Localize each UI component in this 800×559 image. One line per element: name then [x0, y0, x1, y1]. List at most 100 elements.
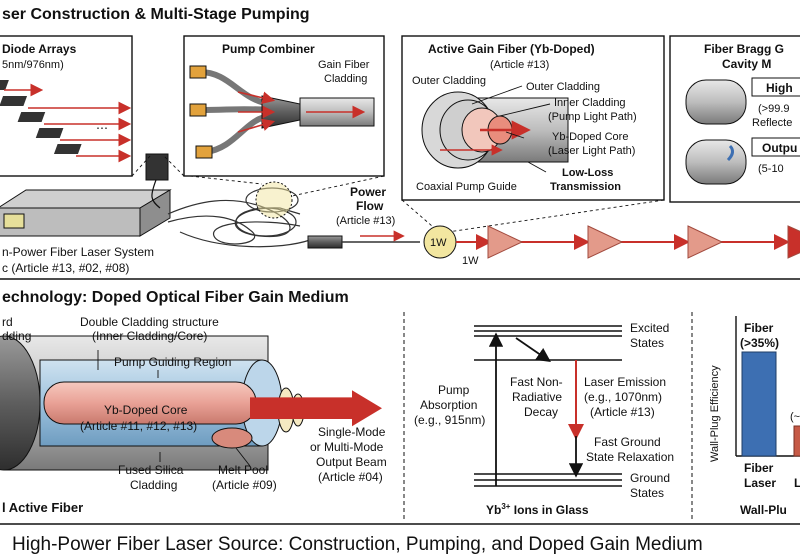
outer-cladding-left-label: Outer Cladding: [412, 75, 486, 87]
nonradiative-decay-arrow: [515, 337, 551, 363]
diode-chips: [0, 80, 82, 154]
amplifier-stage-1: [487, 225, 524, 259]
cross-section-label-dding: dding: [2, 329, 31, 343]
excited-states-label-2: States: [630, 336, 664, 350]
melt-pool: [211, 427, 253, 449]
active-fiber-leaders: [471, 85, 551, 173]
double-cladding-label-1: Double Cladding structure: [80, 315, 219, 329]
efficiency-ylabel: Wall-Plug Efficiency: [709, 365, 721, 462]
outer-cladding-right-label: Outer Cladding: [526, 81, 600, 93]
low-loss-label-1: Low-Loss: [562, 167, 613, 179]
gain-fiber-label-1: Gain Fiber: [318, 59, 370, 71]
ground-states-label-2: States: [630, 486, 664, 500]
amplifier-chain: 1W 1W: [423, 225, 800, 267]
output-beam-label-4: (Article #04): [318, 470, 383, 484]
excited-states-label-1: Excited: [630, 321, 669, 335]
output-beam-arrow: [250, 390, 382, 427]
output-beam-label-3: Output Beam: [316, 455, 387, 469]
diode-arrays-panel: Diode Arrays 5nm/976nm) ⋯: [0, 35, 133, 177]
fiber-bar-label-2: (>35%): [740, 336, 779, 350]
nonrad-label-2: Radiative: [512, 390, 562, 404]
zoom-leader-lines: [131, 155, 665, 233]
fbg-grating-mark: [726, 144, 735, 162]
fbg-high-grating: [685, 79, 747, 125]
fiber-laser-bar: [741, 351, 777, 457]
melt-pool-label-1: Melt Pool: [218, 463, 268, 477]
fbg-title-2: Cavity M: [722, 57, 771, 71]
emission-label-1: Laser Emission: [584, 375, 666, 389]
pump-combiner-title: Pump Combiner: [222, 42, 315, 56]
gain-fiber-label-2: Cladding: [324, 73, 367, 85]
combiner-arrows: [237, 91, 366, 133]
power-flow-title-1: Power: [350, 185, 386, 199]
core-label-2: (Laser Light Path): [548, 145, 635, 157]
active-fiber-article: (Article #13): [490, 59, 549, 71]
yb-ions-caption: Yb3+ Ions in Glass: [486, 502, 589, 517]
fbg-output-grating: [685, 139, 747, 185]
energy-level-diagram: [474, 325, 622, 487]
emission-label-3: (Article #13): [590, 405, 655, 419]
pump-combiner-panel: Pump Combiner Gain Fiber Cladding: [183, 35, 385, 177]
pump-label-2: Absorption: [420, 398, 477, 412]
pump-connector-1: [189, 65, 207, 79]
fbg-output-box: [751, 137, 800, 157]
output-beam-label-1: Single-Mode: [318, 425, 386, 439]
laser-system-unit: n-Power Fiber Laser System c (Article #1…: [0, 153, 172, 275]
pump-guiding-label: Pump Guiding Region: [114, 355, 231, 369]
diode-emission-arrows: [4, 83, 132, 163]
emission-label-2: (e.g., 1070nm): [584, 390, 662, 404]
top-section-title: ser Construction & Multi-Stage Pumping: [2, 6, 310, 23]
fbg-high-label: High: [766, 81, 793, 95]
yb-core-label-2: (Article #11, #12, #13): [80, 419, 197, 433]
power-node-output: 1W: [462, 255, 479, 267]
pump-connector-2: [189, 103, 207, 117]
diode-arrays-wavelength: 5nm/976nm): [2, 59, 64, 71]
power-node-label: 1W: [430, 237, 447, 249]
yb-core-label-1: Yb-Doped Core: [104, 403, 188, 417]
nonrad-label-3: Decay: [524, 405, 558, 419]
fiber-cross-section: [0, 335, 382, 471]
melt-pool-label-2: (Article #09): [212, 478, 277, 492]
combiner-highlight: [255, 181, 293, 219]
double-cladding-label-2: (Inner Cladding/Core): [92, 329, 207, 343]
amplifier-stage-3: [687, 225, 724, 259]
active-fiber-caption: l Active Fiber: [2, 500, 83, 515]
fbg-output-label: Outpu: [762, 141, 797, 155]
inner-cladding-label-1: Inner Cladding: [554, 97, 626, 109]
fbg-title-1: Fiber Bragg G: [704, 42, 784, 56]
fbg-output-value: (5-10: [758, 163, 784, 175]
pump-module-icon: [145, 153, 169, 181]
pump-connector-3: [195, 145, 213, 159]
efficiency-chart: [735, 316, 800, 457]
power-flow-article: (Article #13): [336, 215, 395, 227]
system-label-1: n-Power Fiber Laser System: [2, 245, 154, 259]
active-fiber-title: Active Gain Fiber (Yb-Doped): [428, 42, 595, 56]
pump-fiber-2: [199, 106, 271, 113]
diode-arrays-title: Diode Arrays: [2, 42, 77, 56]
efficiency-caption: Wall-Plu: [740, 503, 787, 517]
fiber-bar-label-1: Fiber: [744, 321, 774, 335]
amplifier-stage-2: [587, 225, 624, 259]
low-loss-label-2: Transmission: [550, 181, 621, 193]
other-laser-bar: [793, 425, 800, 457]
active-gain-fiber-panel: Active Gain Fiber (Yb-Doped) (Article #1…: [401, 35, 665, 201]
fused-silica-label-2: Cladding: [130, 478, 177, 492]
footer-caption: High-Power Fiber Laser Source: Construct…: [12, 534, 703, 555]
fiber-bragg-panel: Fiber Bragg G Cavity M High (>99.9 Refle…: [669, 35, 800, 203]
ground-states-label-1: Ground: [630, 471, 670, 485]
fbg-high-value: (>99.9: [758, 103, 790, 115]
fused-silica-label-1: Fused Silica: [118, 463, 184, 477]
pump-label-1: Pump: [438, 383, 470, 397]
core-label-1: Yb-Doped Core: [552, 131, 628, 143]
coaxial-pump-label: Coaxial Pump Guide: [416, 181, 517, 193]
bottom-section-title: echnology: Doped Optical Fiber Gain Medi…: [2, 289, 349, 306]
system-display: [3, 213, 25, 229]
ellipsis-icon: ⋯: [96, 121, 108, 135]
fiber-category-1: Fiber: [744, 461, 774, 475]
power-flow-title-2: Flow: [356, 199, 384, 213]
cross-section-leaders: [97, 350, 251, 467]
output-beam-label-2: or Multi-Mode: [310, 440, 384, 454]
other-category: L: [794, 476, 800, 490]
